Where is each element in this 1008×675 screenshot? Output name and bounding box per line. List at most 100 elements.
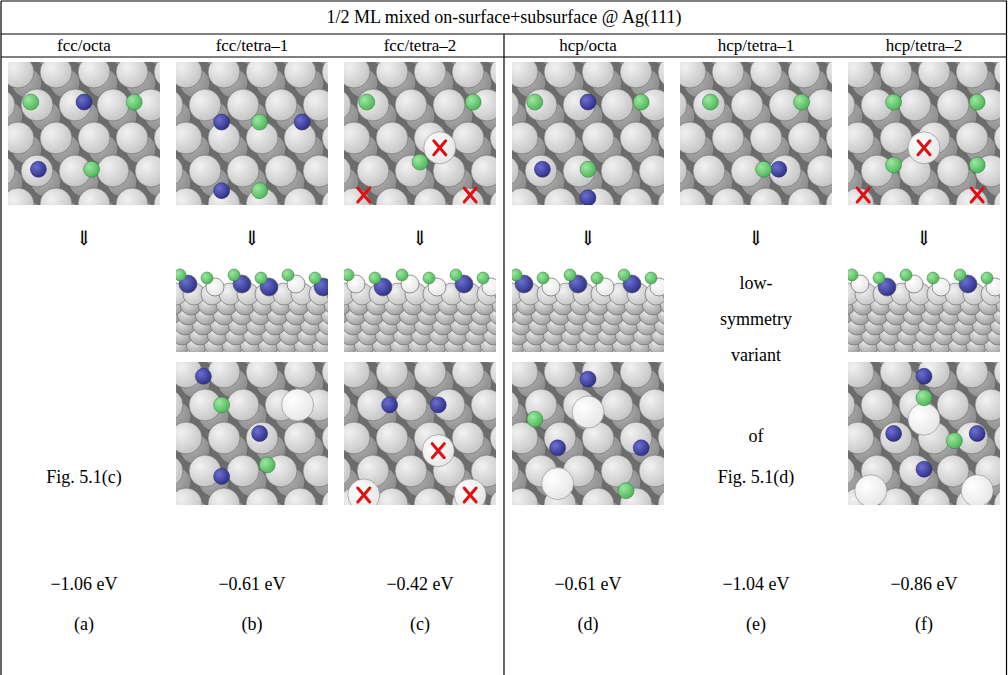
vacancy-mark [434, 141, 446, 155]
oxygen-subsurface [195, 368, 211, 384]
column-header: hcp/tetra–2 [886, 37, 962, 56]
silver-atom [78, 122, 110, 154]
structure-panels [0, 23, 1008, 596]
arrow-symbol: ⇓ [580, 227, 597, 249]
silver-atom [712, 188, 744, 205]
vacancy-mark [358, 188, 370, 202]
lifted-atom [282, 389, 314, 421]
silver-atom [848, 389, 855, 421]
silver-atom [116, 62, 148, 88]
oxygen-surface [633, 94, 649, 110]
oxygen-subsurface [633, 440, 649, 456]
vacancy-mark [432, 444, 444, 458]
silver-atom [344, 62, 370, 88]
oxygen-surface [84, 161, 100, 177]
silver-atom [918, 188, 950, 205]
silver-atom [265, 89, 297, 121]
silver-atom [658, 188, 664, 205]
oxygen-surface [618, 269, 630, 281]
structure-view [176, 268, 328, 352]
silver-atom [189, 155, 221, 187]
oxygen-surface [423, 272, 435, 284]
oxygen-surface [252, 114, 268, 130]
arrow-symbol: ⇓ [412, 227, 429, 249]
silver-atom [59, 89, 91, 121]
silver-atom [490, 362, 496, 388]
oxygen-surface [412, 154, 428, 170]
silver-atom [750, 188, 782, 205]
oxygen-subsurface [580, 371, 596, 387]
silver-atom [490, 122, 496, 154]
silver-atom [246, 488, 278, 505]
silver-atom [975, 389, 1000, 421]
silver-atom [116, 122, 148, 154]
silver-atom [601, 89, 633, 121]
arrow-symbol: ⇓ [244, 227, 261, 249]
oxygen-surface [564, 269, 576, 281]
vacancy-mark [857, 188, 869, 202]
silver-atom [395, 389, 427, 421]
silver-atom [994, 122, 1000, 154]
silver-atom [861, 389, 893, 421]
silver-atom [620, 122, 652, 154]
silver-atom [303, 455, 328, 487]
silver-atom [490, 422, 496, 454]
note-text: symmetry [720, 310, 792, 330]
silver-atom [848, 362, 874, 388]
arrow-symbol: ⇓ [76, 227, 93, 249]
silver-atom [116, 188, 148, 205]
silver-atom [246, 362, 278, 388]
silver-atom [433, 89, 465, 121]
silver-atom [848, 422, 874, 454]
oxygen-surface [369, 272, 381, 284]
oxygen-surface [756, 161, 772, 177]
oxygen-subsurface [771, 161, 787, 177]
side-ground [512, 268, 664, 352]
silver-atom [322, 488, 328, 505]
silver-atom [848, 122, 874, 154]
silver-atom [956, 62, 988, 88]
silver-atom [452, 422, 484, 454]
silver-atom [807, 155, 832, 187]
table-rule [0, 1, 1, 675]
oxygen-subsurface [580, 190, 596, 205]
column-header: hcp/octa [559, 37, 617, 56]
silver-atom [639, 155, 664, 187]
oxygen-subsurface [214, 183, 230, 199]
oxygen-surface [176, 269, 186, 281]
column-header: fcc/tetra–1 [216, 37, 289, 56]
oxygen-surface [396, 269, 408, 281]
silver-atom [848, 62, 874, 88]
silver-atom [848, 455, 855, 487]
silver-atom [208, 62, 240, 88]
oxygen-surface [916, 390, 932, 406]
silver-atom [344, 422, 370, 454]
oxygen-surface [214, 397, 230, 413]
silver-atom [414, 488, 446, 505]
silver-atom [8, 122, 34, 154]
oxygen-surface [201, 272, 213, 284]
silver-atom [176, 122, 202, 154]
silver-atom [807, 89, 832, 121]
silver-atom [994, 488, 1000, 505]
silver-atom [154, 62, 160, 88]
arrow-symbol: ⇓ [748, 227, 765, 249]
oxygen-surface [580, 161, 596, 177]
silver-atom [322, 188, 328, 205]
silver-atom [8, 62, 34, 88]
energy-value: −0.86 eV [890, 575, 957, 595]
structure-view [848, 362, 1000, 505]
lifted-atom [422, 435, 454, 467]
silver-atom [956, 188, 988, 205]
vacancy-mark [918, 141, 930, 155]
oxygen-surface [512, 269, 522, 281]
silver-atom [848, 188, 874, 205]
lifted-atom [454, 479, 486, 505]
structure-view [176, 62, 328, 205]
lifted-atom [855, 475, 887, 505]
silver-atom [512, 122, 538, 154]
column-header: fcc/octa [57, 37, 111, 56]
silver-atom [994, 62, 1000, 88]
oxygen-surface [969, 157, 985, 173]
silver-atom [880, 62, 912, 88]
